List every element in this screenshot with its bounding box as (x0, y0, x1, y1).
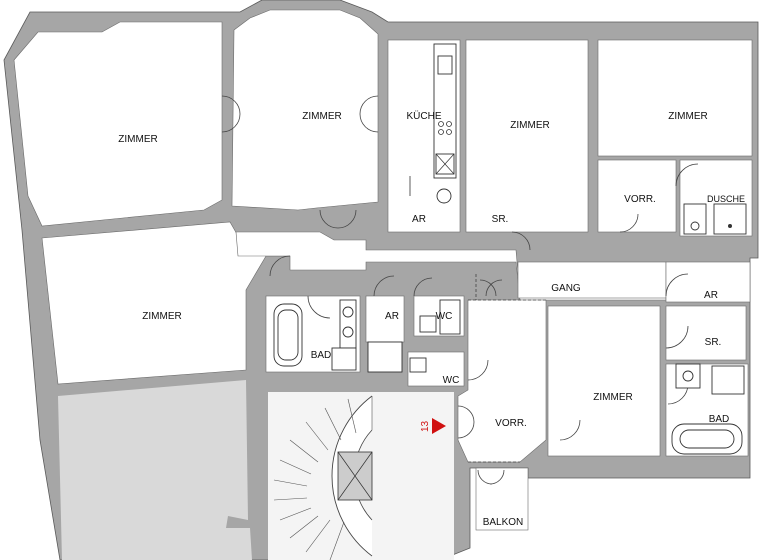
room-sr-right (665, 305, 747, 361)
label-vorr-top: VORR. (624, 194, 656, 205)
kitchen-fixtures (409, 43, 457, 204)
label-wc-upper: WC (436, 311, 453, 322)
label-kitchen: KÜCHE (406, 110, 441, 122)
label-vorr-bottom: VORR. (495, 418, 527, 429)
doors (221, 95, 699, 485)
label-sr-top: SR. (492, 214, 509, 225)
room-zimmer-4 (597, 39, 753, 157)
label-zimmer-2: ZIMMER (302, 111, 341, 122)
room-labels: ZIMMER ZIMMER KÜCHE ZIMMER ZIMMER AR SR.… (118, 110, 745, 528)
label-ar-gang: AR (704, 290, 718, 301)
dashed-boundaries (468, 274, 546, 463)
bathroom-fixtures (273, 203, 747, 455)
label-zimmer-5: ZIMMER (142, 311, 181, 322)
label-gang: GANG (551, 283, 581, 294)
room-zimmer-3 (465, 39, 589, 233)
label-sr-right: SR. (705, 337, 722, 348)
room-zimmer-1 (13, 21, 223, 227)
room-ar-center (365, 295, 405, 343)
marker-number: 13 (420, 420, 431, 432)
label-zimmer-4: ZIMMER (668, 111, 707, 122)
label-zimmer-3: ZIMMER (510, 120, 549, 131)
label-ar-center: AR (385, 311, 399, 322)
label-bad-right: BAD (709, 414, 730, 425)
marker-triangle (432, 418, 446, 434)
label-balkon: BALKON (483, 517, 524, 528)
room-ar-gang (665, 261, 751, 303)
room-zimmer-6 (547, 305, 661, 457)
label-zimmer-6: ZIMMER (593, 392, 632, 403)
staircase (268, 392, 454, 560)
stair-treads (273, 396, 373, 560)
room-gang (517, 261, 667, 299)
room-balkon (475, 467, 529, 531)
room-zimmer-7-gray (58, 380, 252, 560)
room-zimmer-2 (231, 9, 379, 211)
location-marker: 13 (420, 418, 446, 434)
room-vorr-bottom (457, 299, 547, 463)
label-ar-kitchen: AR (412, 214, 426, 225)
label-dusche: DUSCHE (707, 194, 745, 204)
label-wc-lower: WC (443, 375, 460, 386)
label-zimmer-1: ZIMMER (118, 134, 157, 145)
label-bad-left: BAD (311, 350, 332, 361)
